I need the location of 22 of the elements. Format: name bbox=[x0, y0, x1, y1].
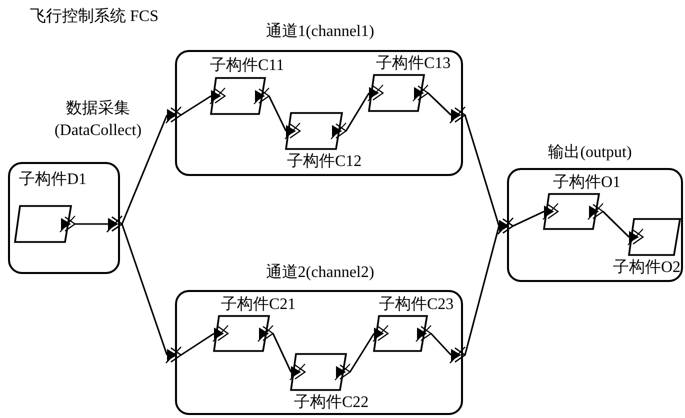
component-title: 输出(output) bbox=[547, 142, 633, 163]
connection-line bbox=[587, 202, 644, 246]
subcomponent-label: 子构件C11 bbox=[210, 56, 284, 76]
subcomponent-label: 子构件C13 bbox=[376, 54, 451, 74]
subcomponent-label: 子构件C23 bbox=[379, 295, 454, 315]
component-title: 通道1(channel1) bbox=[264, 22, 376, 42]
connection-line bbox=[165, 87, 226, 124]
subcomponent-label: 子构件O1 bbox=[553, 173, 621, 193]
subcomponent-label: 子构件C12 bbox=[287, 152, 362, 172]
connection-line bbox=[165, 324, 229, 364]
connection-line bbox=[253, 87, 301, 140]
connection-line bbox=[334, 324, 389, 381]
connection-line bbox=[257, 324, 306, 381]
connection-line bbox=[497, 202, 559, 235]
component-title: 数据采集 (DataCollect) bbox=[53, 98, 143, 141]
diagram-title: 飞行控制系统 FCS bbox=[30, 6, 158, 27]
subcomponent-label: 子构件D1 bbox=[19, 170, 87, 190]
connection-line bbox=[330, 84, 384, 140]
subcomponent-label: 子构件C22 bbox=[294, 393, 369, 413]
subcomponent-label: 子构件O2 bbox=[613, 258, 681, 278]
subcomponent-label: 子构件C21 bbox=[221, 295, 296, 315]
component-title: 通道2(channel2) bbox=[264, 262, 376, 283]
